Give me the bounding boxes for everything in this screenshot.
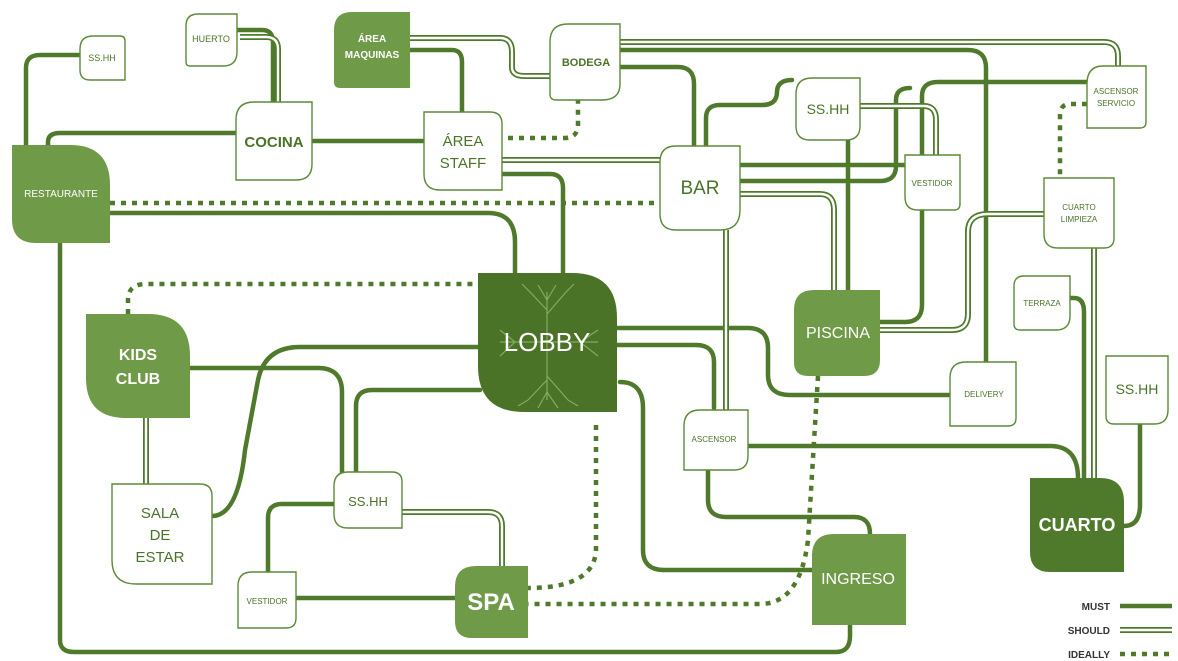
node-vestidor-bar-label: VESTIDOR bbox=[912, 179, 953, 188]
node-area-staff[interactable]: ÁREA STAFF bbox=[423, 111, 503, 191]
node-lobby-label: LOBBY bbox=[504, 327, 591, 357]
node-sshh-right-label: SS.HH bbox=[1116, 381, 1159, 397]
node-vestidor-bar[interactable]: VESTIDOR bbox=[904, 154, 961, 211]
node-sshh-top-label: SS.HH bbox=[88, 53, 116, 63]
node-area-maquinas-label-2: MAQUINAS bbox=[345, 50, 400, 61]
link-must-kids-sshh bbox=[187, 365, 345, 475]
link-must-sshh-cuarto bbox=[1121, 421, 1143, 529]
link-must-bar-ssHH-conn bbox=[737, 85, 913, 184]
link-must-bodega-bar bbox=[617, 64, 697, 149]
node-sshh-bar-label: SS.HH bbox=[807, 101, 850, 117]
legend: MUST SHOULD IDEALLY bbox=[1068, 602, 1172, 661]
node-area-maquinas-label-1: ÁREA bbox=[358, 32, 386, 45]
link-must-lobby-ascensor bbox=[614, 342, 717, 411]
node-vestidor-spa[interactable]: VESTIDOR bbox=[237, 571, 297, 629]
node-vestidor-spa-label: VESTIDOR bbox=[247, 597, 288, 606]
node-spa-label: SPA bbox=[467, 589, 515, 616]
link-must-kids-lobby bbox=[209, 344, 483, 519]
node-delivery-label: DELIVERY bbox=[964, 390, 1004, 399]
link-must-terraza-cuarto bbox=[1067, 295, 1087, 481]
node-terraza-label: TERRAZA bbox=[1023, 299, 1061, 308]
node-huerto-label: HUERTO bbox=[192, 34, 230, 44]
node-ascensor-servicio-label-1: ASCENSOR bbox=[1094, 87, 1139, 96]
node-piscina[interactable]: PISCINA bbox=[794, 290, 880, 376]
nodes: SS.HH HUERTO ÁREA MAQUINAS BODEGA ASCENS… bbox=[12, 12, 1169, 638]
node-cuarto-limpieza-label-2: LIMPIEZA bbox=[1061, 215, 1098, 224]
link-must-restaurante-lobby bbox=[107, 210, 518, 276]
legend-should-label: SHOULD bbox=[1068, 626, 1110, 637]
node-restaurante[interactable]: RESTAURANTE bbox=[12, 145, 110, 243]
node-cuarto-limpieza[interactable]: CUARTO LIMPIEZA bbox=[1043, 177, 1115, 249]
node-restaurante-label: RESTAURANTE bbox=[24, 189, 98, 200]
node-sshh-bar[interactable]: SS.HH bbox=[795, 77, 861, 141]
node-cuarto[interactable]: CUARTO bbox=[1030, 478, 1124, 572]
node-ingreso[interactable]: INGRESO bbox=[812, 534, 906, 625]
link-must-ascensor-cuarto bbox=[745, 443, 1081, 481]
link-must-ascensor-ingreso bbox=[705, 467, 873, 537]
node-piscina-label: PISCINA bbox=[806, 325, 870, 342]
link-must-restaurante-cocina bbox=[45, 130, 239, 148]
link-must-vestidor-sshh bbox=[265, 501, 337, 575]
node-cuarto-label: CUARTO bbox=[1039, 515, 1116, 535]
node-area-maquinas[interactable]: ÁREA MAQUINAS bbox=[334, 12, 410, 88]
legend-ideally-label: IDEALLY bbox=[1068, 650, 1110, 661]
node-bar-label: BAR bbox=[680, 178, 719, 199]
should-links bbox=[143, 34, 1121, 566]
link-must-huerto-cocina bbox=[235, 27, 276, 105]
node-kids-club-label-1: KIDS bbox=[119, 347, 158, 364]
node-delivery[interactable]: DELIVERY bbox=[949, 361, 1017, 427]
node-terraza[interactable]: TERRAZA bbox=[1013, 275, 1071, 331]
node-sala-estar-label-3: ESTAR bbox=[136, 549, 185, 566]
tree-roots-decoration bbox=[499, 283, 599, 409]
node-sshh-right[interactable]: SS.HH bbox=[1105, 355, 1169, 425]
link-ideally-piscina-spa bbox=[528, 375, 821, 607]
node-huerto[interactable]: HUERTO bbox=[185, 13, 238, 67]
node-sshh-spa[interactable]: SS.HH bbox=[333, 471, 403, 529]
node-ingreso-label: INGRESO bbox=[821, 571, 895, 588]
link-ideally-lobby-spa bbox=[527, 425, 599, 591]
link-ideally-ascensorserv-cuartolimpieza bbox=[1057, 101, 1087, 178]
link-must-maquinas-staff bbox=[407, 47, 465, 115]
link-must-restaurante-sshh bbox=[23, 52, 85, 148]
legend-must-label: MUST bbox=[1082, 602, 1110, 613]
link-must-lobby-sshh bbox=[353, 387, 483, 475]
link-ideally-kids-lobby bbox=[125, 281, 478, 314]
link-must-lobby-piscina bbox=[614, 325, 953, 398]
node-area-staff-label-2: STAFF bbox=[440, 155, 486, 172]
node-bodega[interactable]: BODEGA bbox=[549, 23, 621, 101]
node-kids-club-label-2: CLUB bbox=[116, 371, 160, 388]
node-cocina[interactable]: COCINA bbox=[235, 101, 313, 181]
node-cuarto-limpieza-label-1: CUARTO bbox=[1062, 203, 1096, 212]
node-lobby[interactable]: LOBBY bbox=[478, 273, 617, 412]
node-bar[interactable]: BAR bbox=[659, 145, 741, 231]
node-sshh-top[interactable]: SS.HH bbox=[79, 35, 126, 81]
link-must-bar-ascensorserv bbox=[703, 77, 795, 153]
node-sala-estar-label-2: DE bbox=[150, 527, 171, 544]
link-ideally-staff-bodega bbox=[508, 100, 581, 141]
node-ascensor-label: ASCENSOR bbox=[692, 435, 737, 444]
node-ascensor-servicio-label-2: SERVICIO bbox=[1097, 99, 1135, 108]
link-must-lobby-ingreso bbox=[617, 379, 815, 573]
node-kids-club[interactable]: KIDS CLUB bbox=[86, 314, 190, 418]
node-bodega-label: BODEGA bbox=[562, 57, 610, 69]
node-cocina-label: COCINA bbox=[244, 134, 303, 151]
node-sala-estar-label-1: SALA bbox=[141, 505, 179, 522]
node-sshh-spa-label: SS.HH bbox=[348, 494, 388, 509]
node-ascensor-servicio[interactable]: ASCENSOR SERVICIO bbox=[1086, 65, 1147, 129]
link-must-staff-lobby bbox=[499, 171, 566, 276]
link-must-bodega-delivery bbox=[617, 47, 989, 365]
node-area-staff-label-1: ÁREA bbox=[443, 133, 484, 150]
node-spa[interactable]: SPA bbox=[455, 566, 528, 638]
link-must-restaurante-ingreso bbox=[57, 240, 853, 655]
node-ascensor[interactable]: ASCENSOR bbox=[683, 409, 749, 471]
node-sala-estar[interactable]: SALA DE ESTAR bbox=[111, 483, 213, 585]
